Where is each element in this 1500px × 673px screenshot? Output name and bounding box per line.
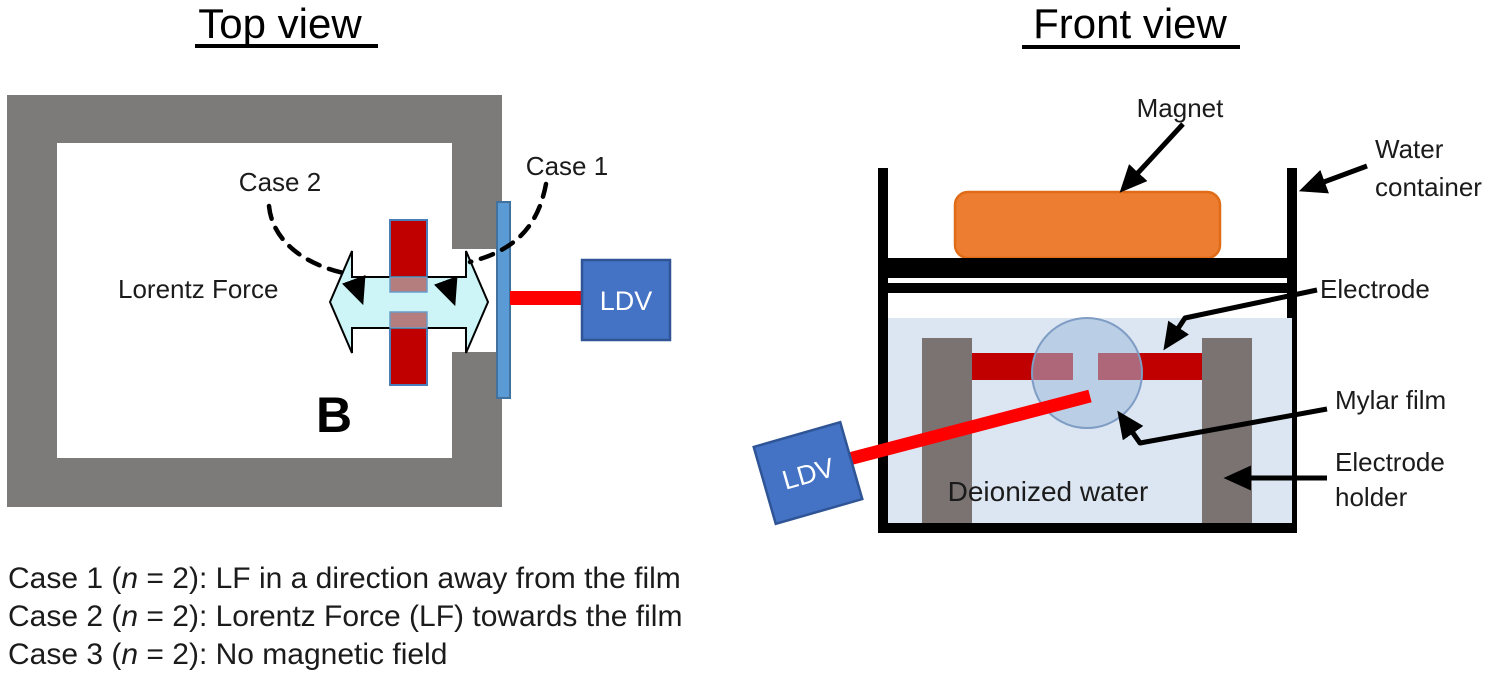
current-arrow-right-icon xyxy=(434,275,458,307)
front-view-title: Front view xyxy=(1033,0,1227,47)
electrode-holder-label-line2: holder xyxy=(1335,482,1408,512)
deionized-water-label: Deionized water xyxy=(948,476,1149,507)
magnetic-field-b-label: B xyxy=(316,387,352,443)
case-1-dashed-pointer xyxy=(467,181,549,265)
ldv-box-top-view: LDV xyxy=(580,258,672,342)
case-1-label: Case 1 xyxy=(526,151,608,181)
mylar-film-callout-arrow xyxy=(1117,406,1328,446)
caption-text: = 2): LF in a direction away from the fi… xyxy=(138,562,681,595)
yoke-left-bar xyxy=(7,143,57,458)
mylar-film-strip xyxy=(496,201,511,399)
caption-text: Case 1 ( xyxy=(8,562,121,595)
current-arrow-left-icon xyxy=(342,274,366,306)
water-container-callout-arrow xyxy=(1298,163,1368,194)
caption-text: = 2): Lorentz Force (LF) towards the fil… xyxy=(138,600,682,633)
caption-case-1: Case 1 (n = 2): LF in a direction away f… xyxy=(8,562,681,595)
yoke-right-bar-lower xyxy=(452,352,502,458)
laser-beam-front-view xyxy=(847,389,1092,466)
caption-variable-n: n xyxy=(121,562,138,595)
yoke-right-bar-upper xyxy=(452,143,502,249)
caption-variable-n: n xyxy=(121,600,138,633)
electrode-label: Electrode xyxy=(1320,274,1430,304)
water-container-label-line1: Water xyxy=(1375,134,1444,164)
container-wall-left-upper xyxy=(878,168,888,283)
front-view-panel: Front view LDV Deionized water Magnet xyxy=(752,0,1482,533)
yoke-bottom-bar xyxy=(7,458,502,507)
magnet-yoke xyxy=(7,95,502,507)
top-electrode-upper-overlap xyxy=(389,276,428,293)
electrode-holder-label-line1: Electrode xyxy=(1335,447,1445,477)
ldv-box-rect xyxy=(580,258,672,342)
lorentz-force-double-arrow xyxy=(328,250,490,354)
caption-block: Case 1 (n = 2): LF in a direction away f… xyxy=(8,562,682,671)
container-wall-right-upper xyxy=(1287,168,1297,283)
caption-case-2: Case 2 (n = 2): Lorentz Force (LF) towar… xyxy=(8,600,682,633)
magnet-callout-arrow xyxy=(1119,122,1185,193)
top-electrode-lower-overlap xyxy=(389,311,428,329)
laser-beam-top-view xyxy=(510,291,583,305)
caption-variable-n: n xyxy=(121,638,138,671)
ldv-box-rect xyxy=(752,420,864,526)
mylar-film-label: Mylar film xyxy=(1335,385,1446,415)
ldv-box-front-view: LDV xyxy=(752,420,864,526)
electrode-callout-arrow xyxy=(1163,287,1318,351)
water-container-label-line2: container xyxy=(1375,172,1482,202)
yoke-top-bar xyxy=(7,95,502,143)
magnet-block xyxy=(953,190,1222,260)
magnet-label: Magnet xyxy=(1137,93,1224,123)
caption-text: = 2): No magnetic field xyxy=(138,638,447,671)
caption-case-3: Case 3 (n = 2): No magnetic field xyxy=(8,638,447,671)
top-view-title: Top view xyxy=(198,0,362,47)
magnet-shelf-bar xyxy=(878,258,1297,278)
top-view-panel: Top view LDV xyxy=(7,0,672,507)
caption-text: Case 3 ( xyxy=(8,638,121,671)
case-2-dashed-pointer xyxy=(266,203,351,277)
lorentz-force-label: Lorentz Force xyxy=(118,274,278,304)
case-2-label: Case 2 xyxy=(239,167,321,197)
ldv-label: LDV xyxy=(600,286,653,316)
caption-text: Case 2 ( xyxy=(8,600,121,633)
